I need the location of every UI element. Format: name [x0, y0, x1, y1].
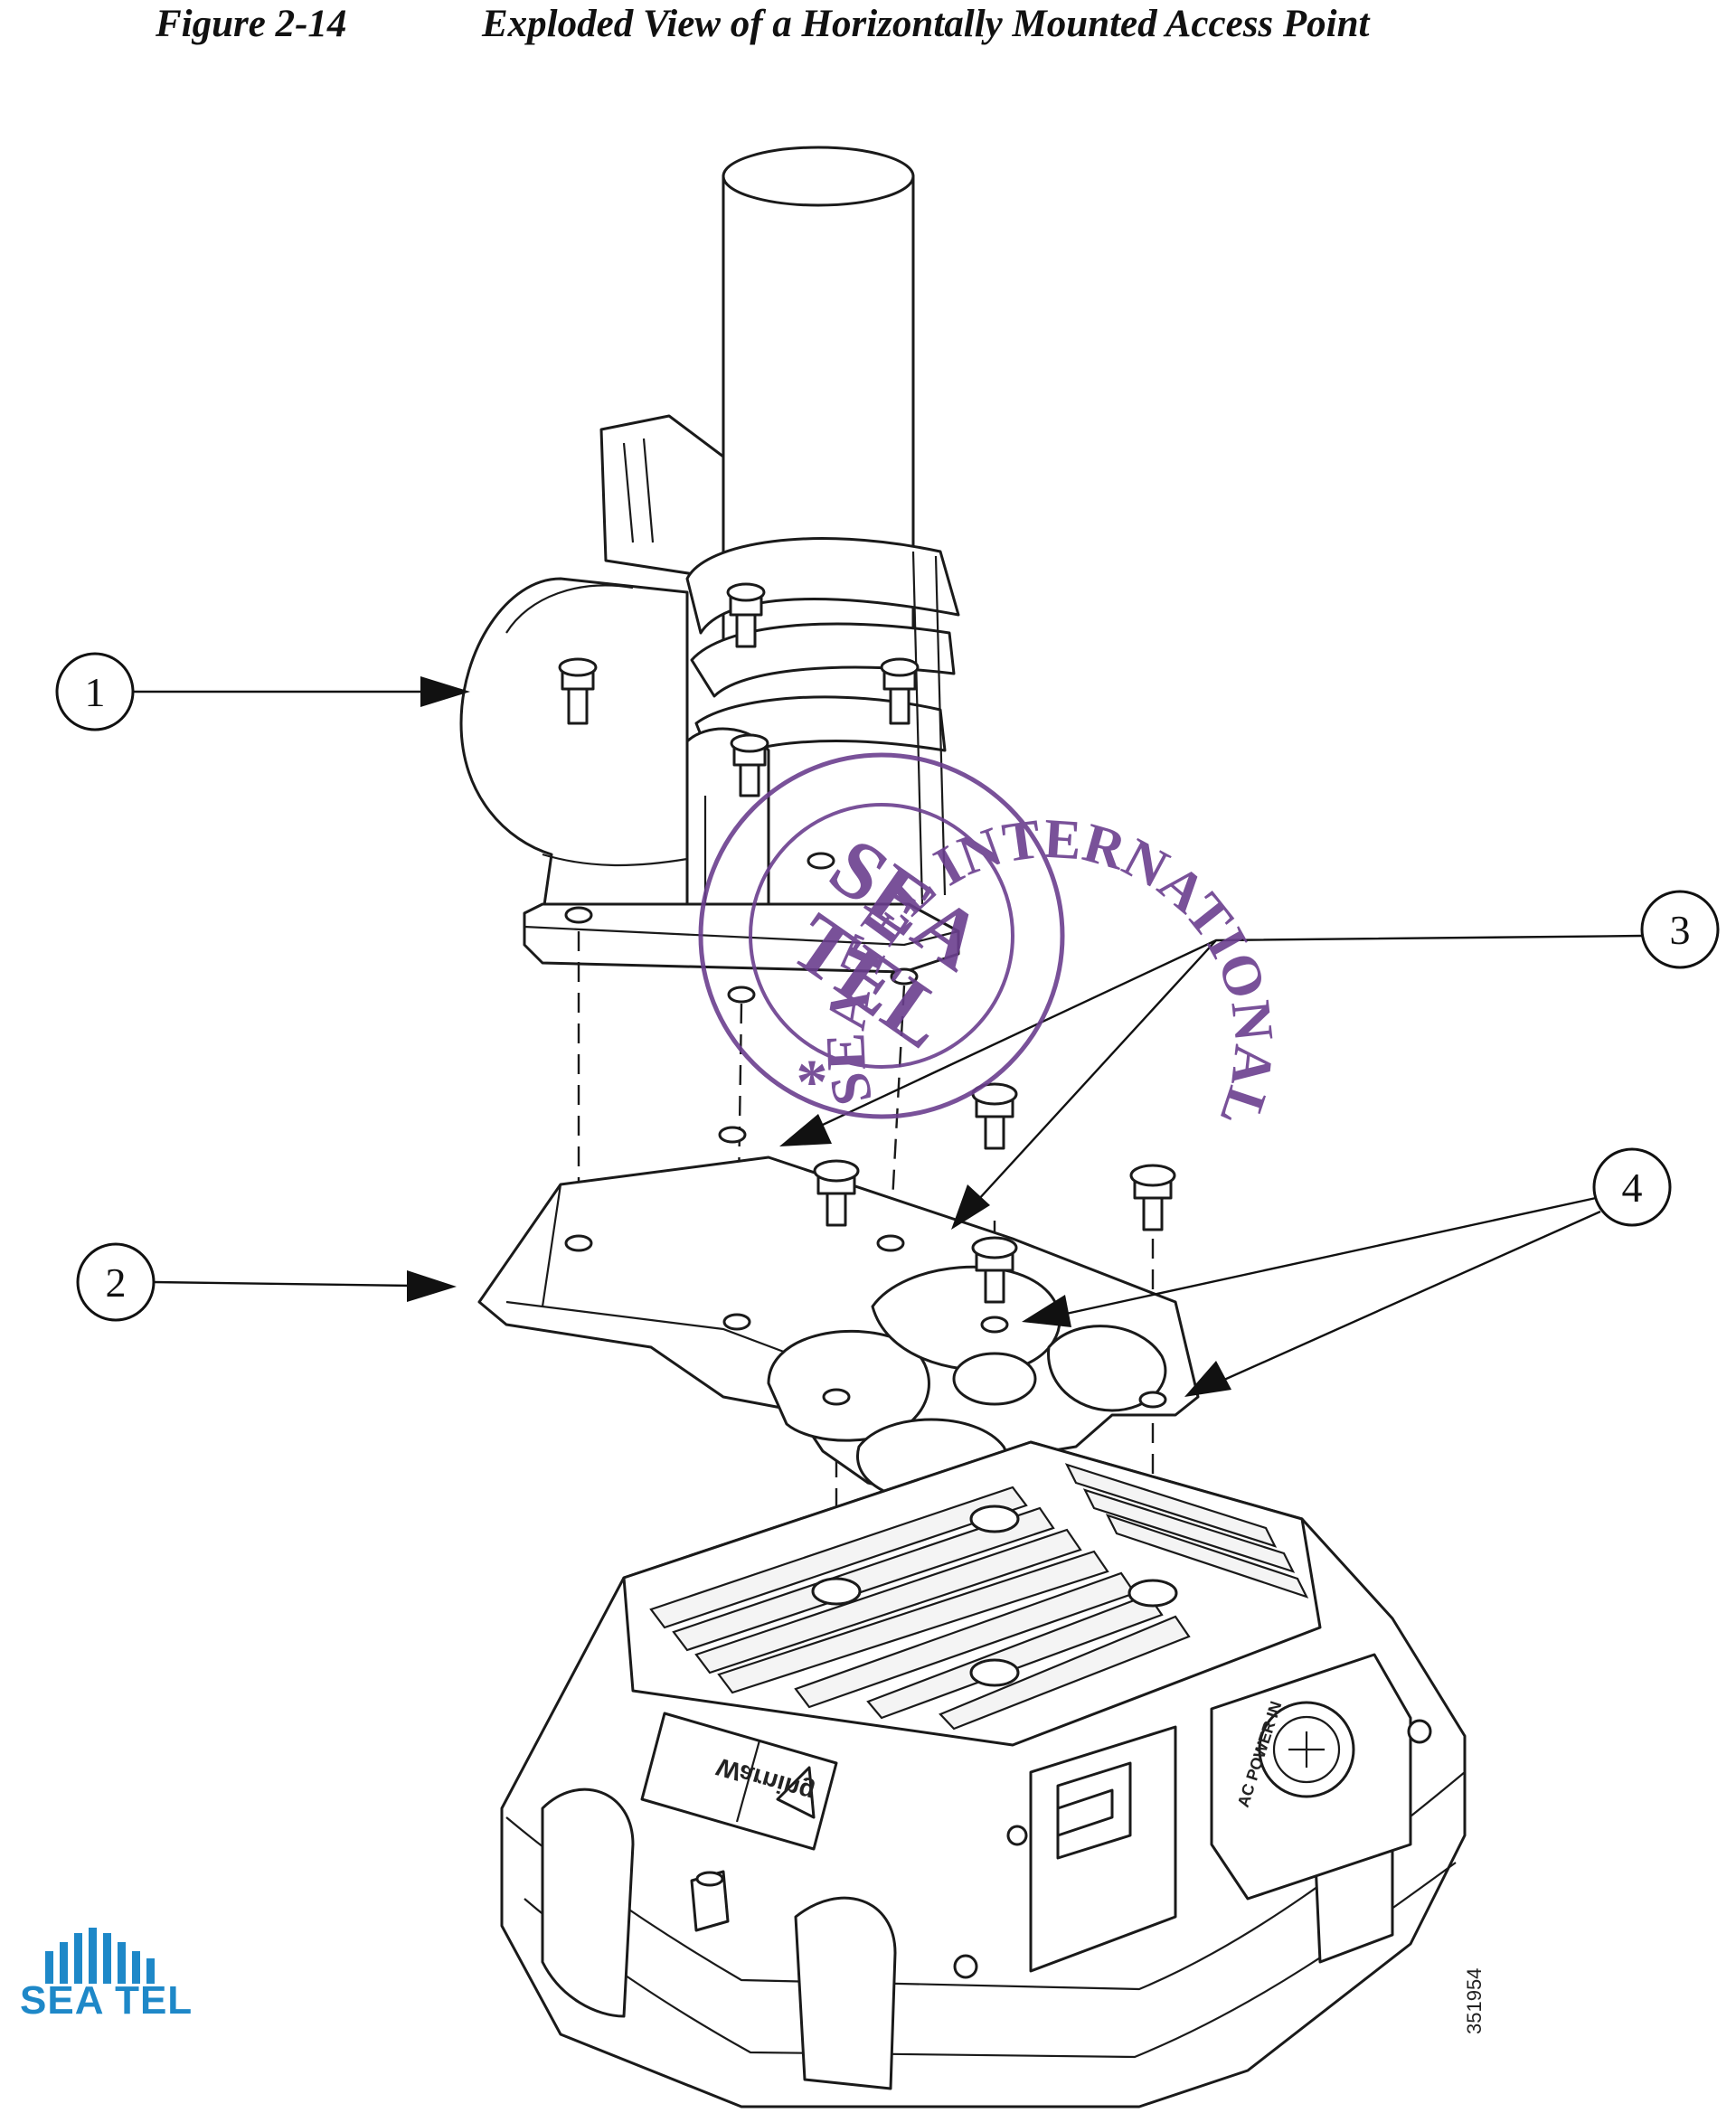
- mounting-screw: [813, 1159, 860, 1227]
- warning-label: Warning: [640, 1712, 838, 1851]
- mounting-screw: [971, 1082, 1018, 1150]
- sea-tel-logo-icon: [45, 1928, 155, 1984]
- mount-standoff: [811, 1577, 862, 1606]
- callout-4-label: 4: [1622, 1165, 1643, 1211]
- mounting-screw: [971, 1236, 1018, 1304]
- callout-2-label: 2: [106, 1259, 127, 1306]
- figure-title: Exploded View of a Horizontally Mounted …: [482, 3, 1370, 45]
- mounting-pole: [722, 146, 915, 653]
- bracket-bolt: [558, 657, 598, 725]
- pole-mount-bracket: [459, 414, 960, 1004]
- bracket-bolt: [730, 733, 769, 797]
- mount-standoff: [1127, 1579, 1178, 1608]
- figure-id: 351954: [1463, 1967, 1486, 2034]
- mounting-screw: [1129, 1164, 1176, 1231]
- callout-1-label: 1: [85, 669, 106, 715]
- bracket-bolt: [880, 657, 920, 725]
- access-point-body: Warning AC POWER IN: [500, 1440, 1467, 2108]
- callout-4: 4: [1022, 1147, 1672, 1397]
- mount-standoff: [969, 1505, 1020, 1533]
- bracket-bolt: [726, 582, 766, 648]
- stamp-star: *: [797, 1048, 828, 1118]
- mount-standoff: [969, 1658, 1020, 1687]
- callout-2: 2: [76, 1242, 457, 1322]
- figure-number: Figure 2-14: [156, 3, 347, 45]
- figure-caption: Figure 2-14 Exploded View of a Horizonta…: [0, 0, 1736, 63]
- callout-3-label: 3: [1670, 907, 1691, 953]
- adapter-plate: [477, 1126, 1200, 1503]
- logo-text: SEA TEL: [20, 1978, 193, 2023]
- callout-1: 1: [55, 652, 470, 731]
- callout-3: 3: [779, 890, 1720, 1230]
